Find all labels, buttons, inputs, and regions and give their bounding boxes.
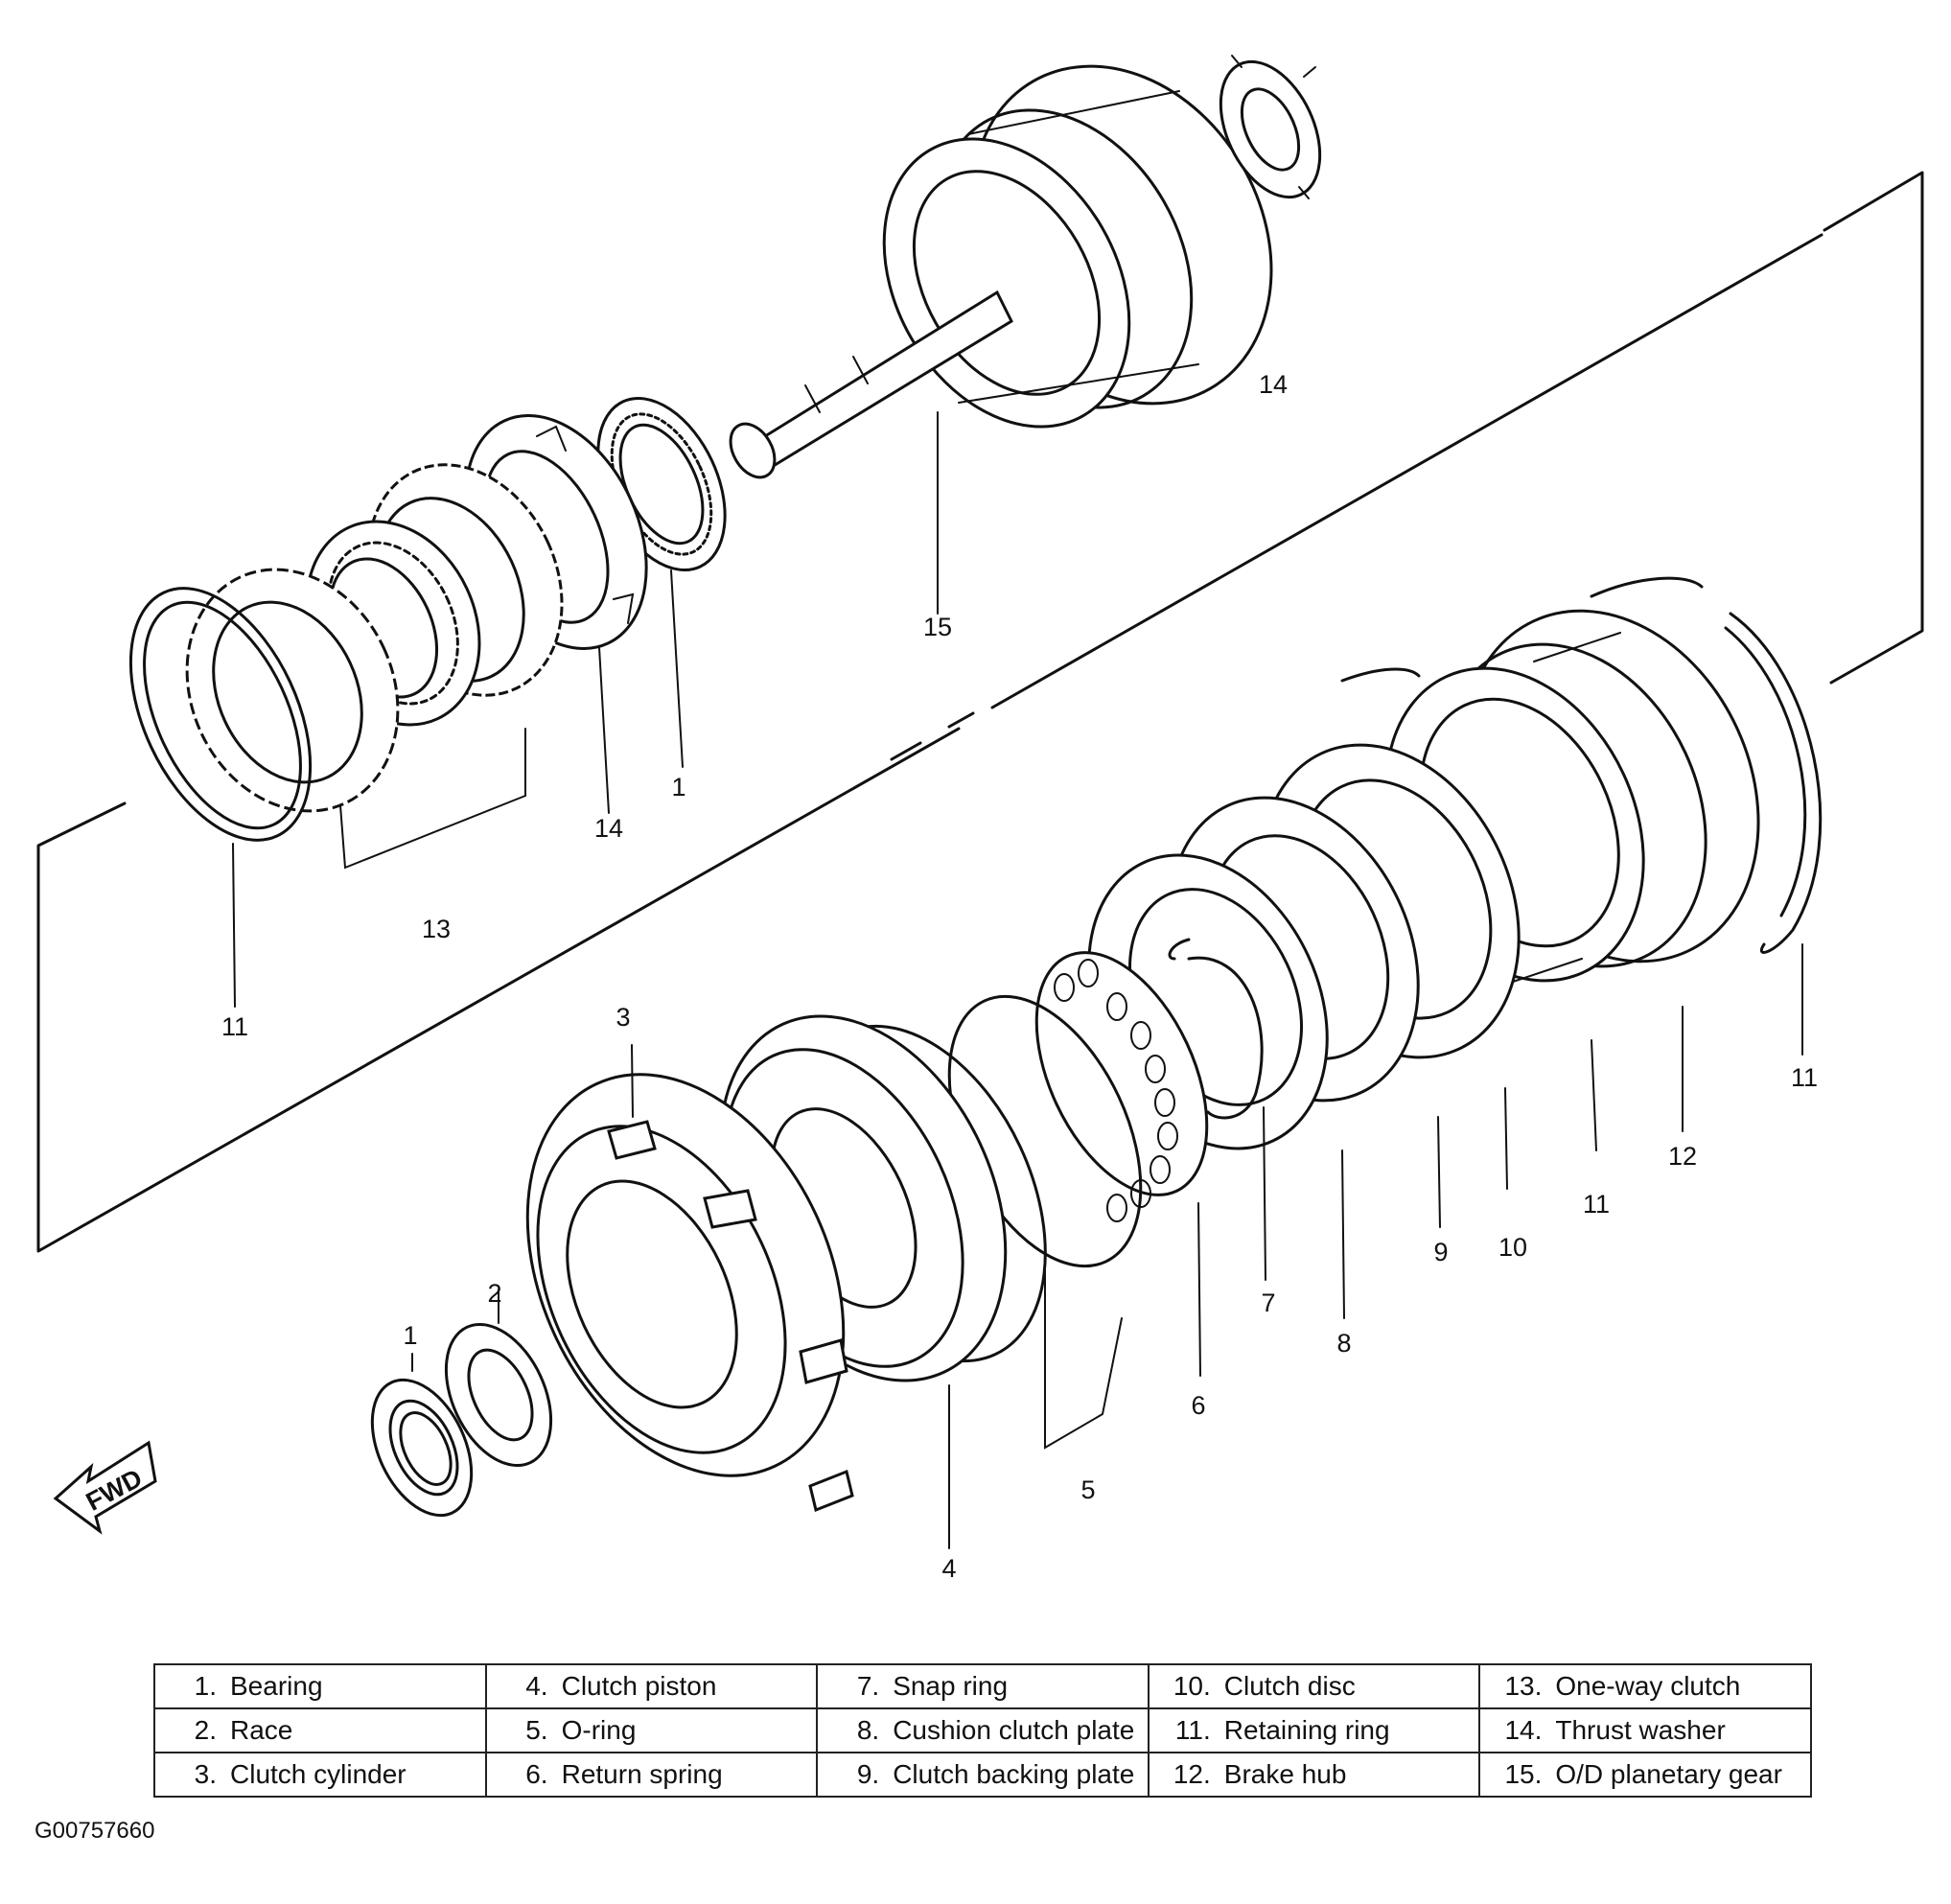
legend-row: 3. Clutch cylinder 6. Return spring 9. Clutch… [153, 1752, 1812, 1798]
legend-number: 4. [525, 1671, 548, 1701]
callout-1-upper: 1 [671, 773, 685, 801]
callout-10: 10 [1498, 1233, 1527, 1262]
exploded-parts-diagram: 15 14 1 14 13 11 3 2 1 4 5 6 7 8 9 10 11… [36, 55, 1924, 1583]
legend-part-name: Retaining ring [1223, 1715, 1390, 1745]
callout-15: 15 [923, 613, 952, 641]
legend-cell: 10. Clutch disc [1147, 1663, 1481, 1709]
retaining-ring-upper-left [128, 587, 313, 842]
callout-13: 13 [422, 915, 451, 943]
legend-part-name: Brake hub [1223, 1759, 1347, 1789]
callout-7: 7 [1261, 1289, 1275, 1317]
legend-number: 6. [525, 1759, 548, 1789]
legend-number: 9. [856, 1759, 880, 1789]
legend-cell: 5. O-ring [484, 1707, 819, 1753]
parts-legend-table: 1. Bearing 4. Clutch piston 7. Snap ring 10. Cl… [153, 1663, 1812, 1798]
legend-number: 5. [525, 1715, 548, 1745]
legend-number: 7. [856, 1671, 880, 1701]
callout-11-right-a: 11 [1583, 1190, 1610, 1219]
callout-11-right-b: 11 [1791, 1063, 1818, 1092]
callout-8: 8 [1336, 1329, 1351, 1358]
race [444, 1322, 553, 1468]
bearing-lower [370, 1378, 474, 1518]
assembly-axis-lines [36, 171, 1924, 1253]
callout-1-lower: 1 [403, 1321, 417, 1350]
callout-9: 9 [1433, 1238, 1448, 1266]
legend-number: 10. [1173, 1671, 1211, 1701]
forward-direction-arrow: FWD [53, 1440, 157, 1535]
retaining-ring-right [1590, 576, 1823, 954]
legend-cell: 15. O/D planetary gear [1478, 1752, 1812, 1798]
figure-id: G00757660 [35, 1818, 155, 1844]
legend-cell: 14. Thrust washer [1478, 1707, 1812, 1753]
callout-14-mid: 14 [594, 814, 623, 843]
legend-number: 2. [194, 1715, 217, 1745]
legend-part-name: Clutch piston [561, 1671, 717, 1701]
return-spring [1034, 951, 1209, 1222]
legend-part-name: Thrust washer [1555, 1715, 1726, 1745]
callout-2: 2 [487, 1279, 501, 1308]
callout-5: 5 [1080, 1475, 1095, 1504]
legend-cell: 12. Brake hub [1147, 1752, 1481, 1798]
legend-part-name: Snap ring [893, 1671, 1009, 1701]
od-planetary-gear [729, 64, 1273, 479]
legend-part-name: Clutch disc [1223, 1671, 1356, 1701]
callout-4: 4 [941, 1554, 956, 1583]
legend-cell: 7. Snap ring [816, 1663, 1150, 1709]
legend-part-name: Cushion clutch plate [893, 1715, 1135, 1745]
legend-cell: 9. Clutch backing plate [816, 1752, 1150, 1798]
legend-part-name: Clutch backing plate [893, 1759, 1135, 1789]
legend-row: 2. Race 5. O-ring 8. Cushion clutch plate 11. R… [153, 1707, 1812, 1753]
legend-row: 1. Bearing 4. Clutch piston 7. Snap ring 10. Cl… [153, 1663, 1812, 1709]
callout-6: 6 [1191, 1391, 1205, 1420]
callout-3: 3 [615, 1003, 630, 1032]
legend-cell: 11. Retaining ring [1147, 1707, 1481, 1753]
legend-cell: 3. Clutch cylinder [153, 1752, 487, 1798]
legend-number: 13. [1504, 1671, 1543, 1701]
legend-cell: 1. Bearing [153, 1663, 487, 1709]
legend-part-name: Bearing [230, 1671, 323, 1701]
legend-cell: 8. Cushion clutch plate [816, 1707, 1150, 1753]
legend-cell: 13. One-way clutch [1478, 1663, 1812, 1709]
legend-number: 1. [194, 1671, 217, 1701]
legend-part-name: Return spring [561, 1759, 723, 1789]
legend-part-name: O/D planetary gear [1555, 1759, 1782, 1789]
legend-number: 12. [1173, 1759, 1211, 1789]
callout-12: 12 [1668, 1142, 1697, 1171]
legend-cell: 4. Clutch piston [484, 1663, 819, 1709]
callout-11-left: 11 [221, 1012, 248, 1041]
callout-labels: 15 14 1 14 13 11 3 2 1 4 5 6 7 8 9 10 11… [221, 370, 1818, 1583]
snap-ring [1168, 938, 1264, 1120]
clutch-cylinder [525, 1073, 854, 1513]
legend-number: 15. [1504, 1759, 1543, 1789]
legend-part-name: O-ring [561, 1715, 637, 1745]
legend-cell: 2. Race [153, 1707, 487, 1753]
legend-cell: 6. Return spring [484, 1752, 819, 1798]
thrust-washer-upper [1219, 55, 1322, 199]
legend-number: 8. [856, 1715, 880, 1745]
legend-number: 3. [194, 1759, 217, 1789]
legend-part-name: One-way clutch [1555, 1671, 1741, 1701]
callout-14-upper: 14 [1259, 370, 1288, 399]
leader-lines [232, 411, 1803, 1549]
legend-part-name: Race [230, 1715, 293, 1745]
legend-number: 14. [1504, 1715, 1543, 1745]
legend-part-name: Clutch cylinder [230, 1759, 406, 1789]
return-spring-coils [1054, 959, 1178, 1222]
legend-number: 11. [1174, 1715, 1211, 1745]
